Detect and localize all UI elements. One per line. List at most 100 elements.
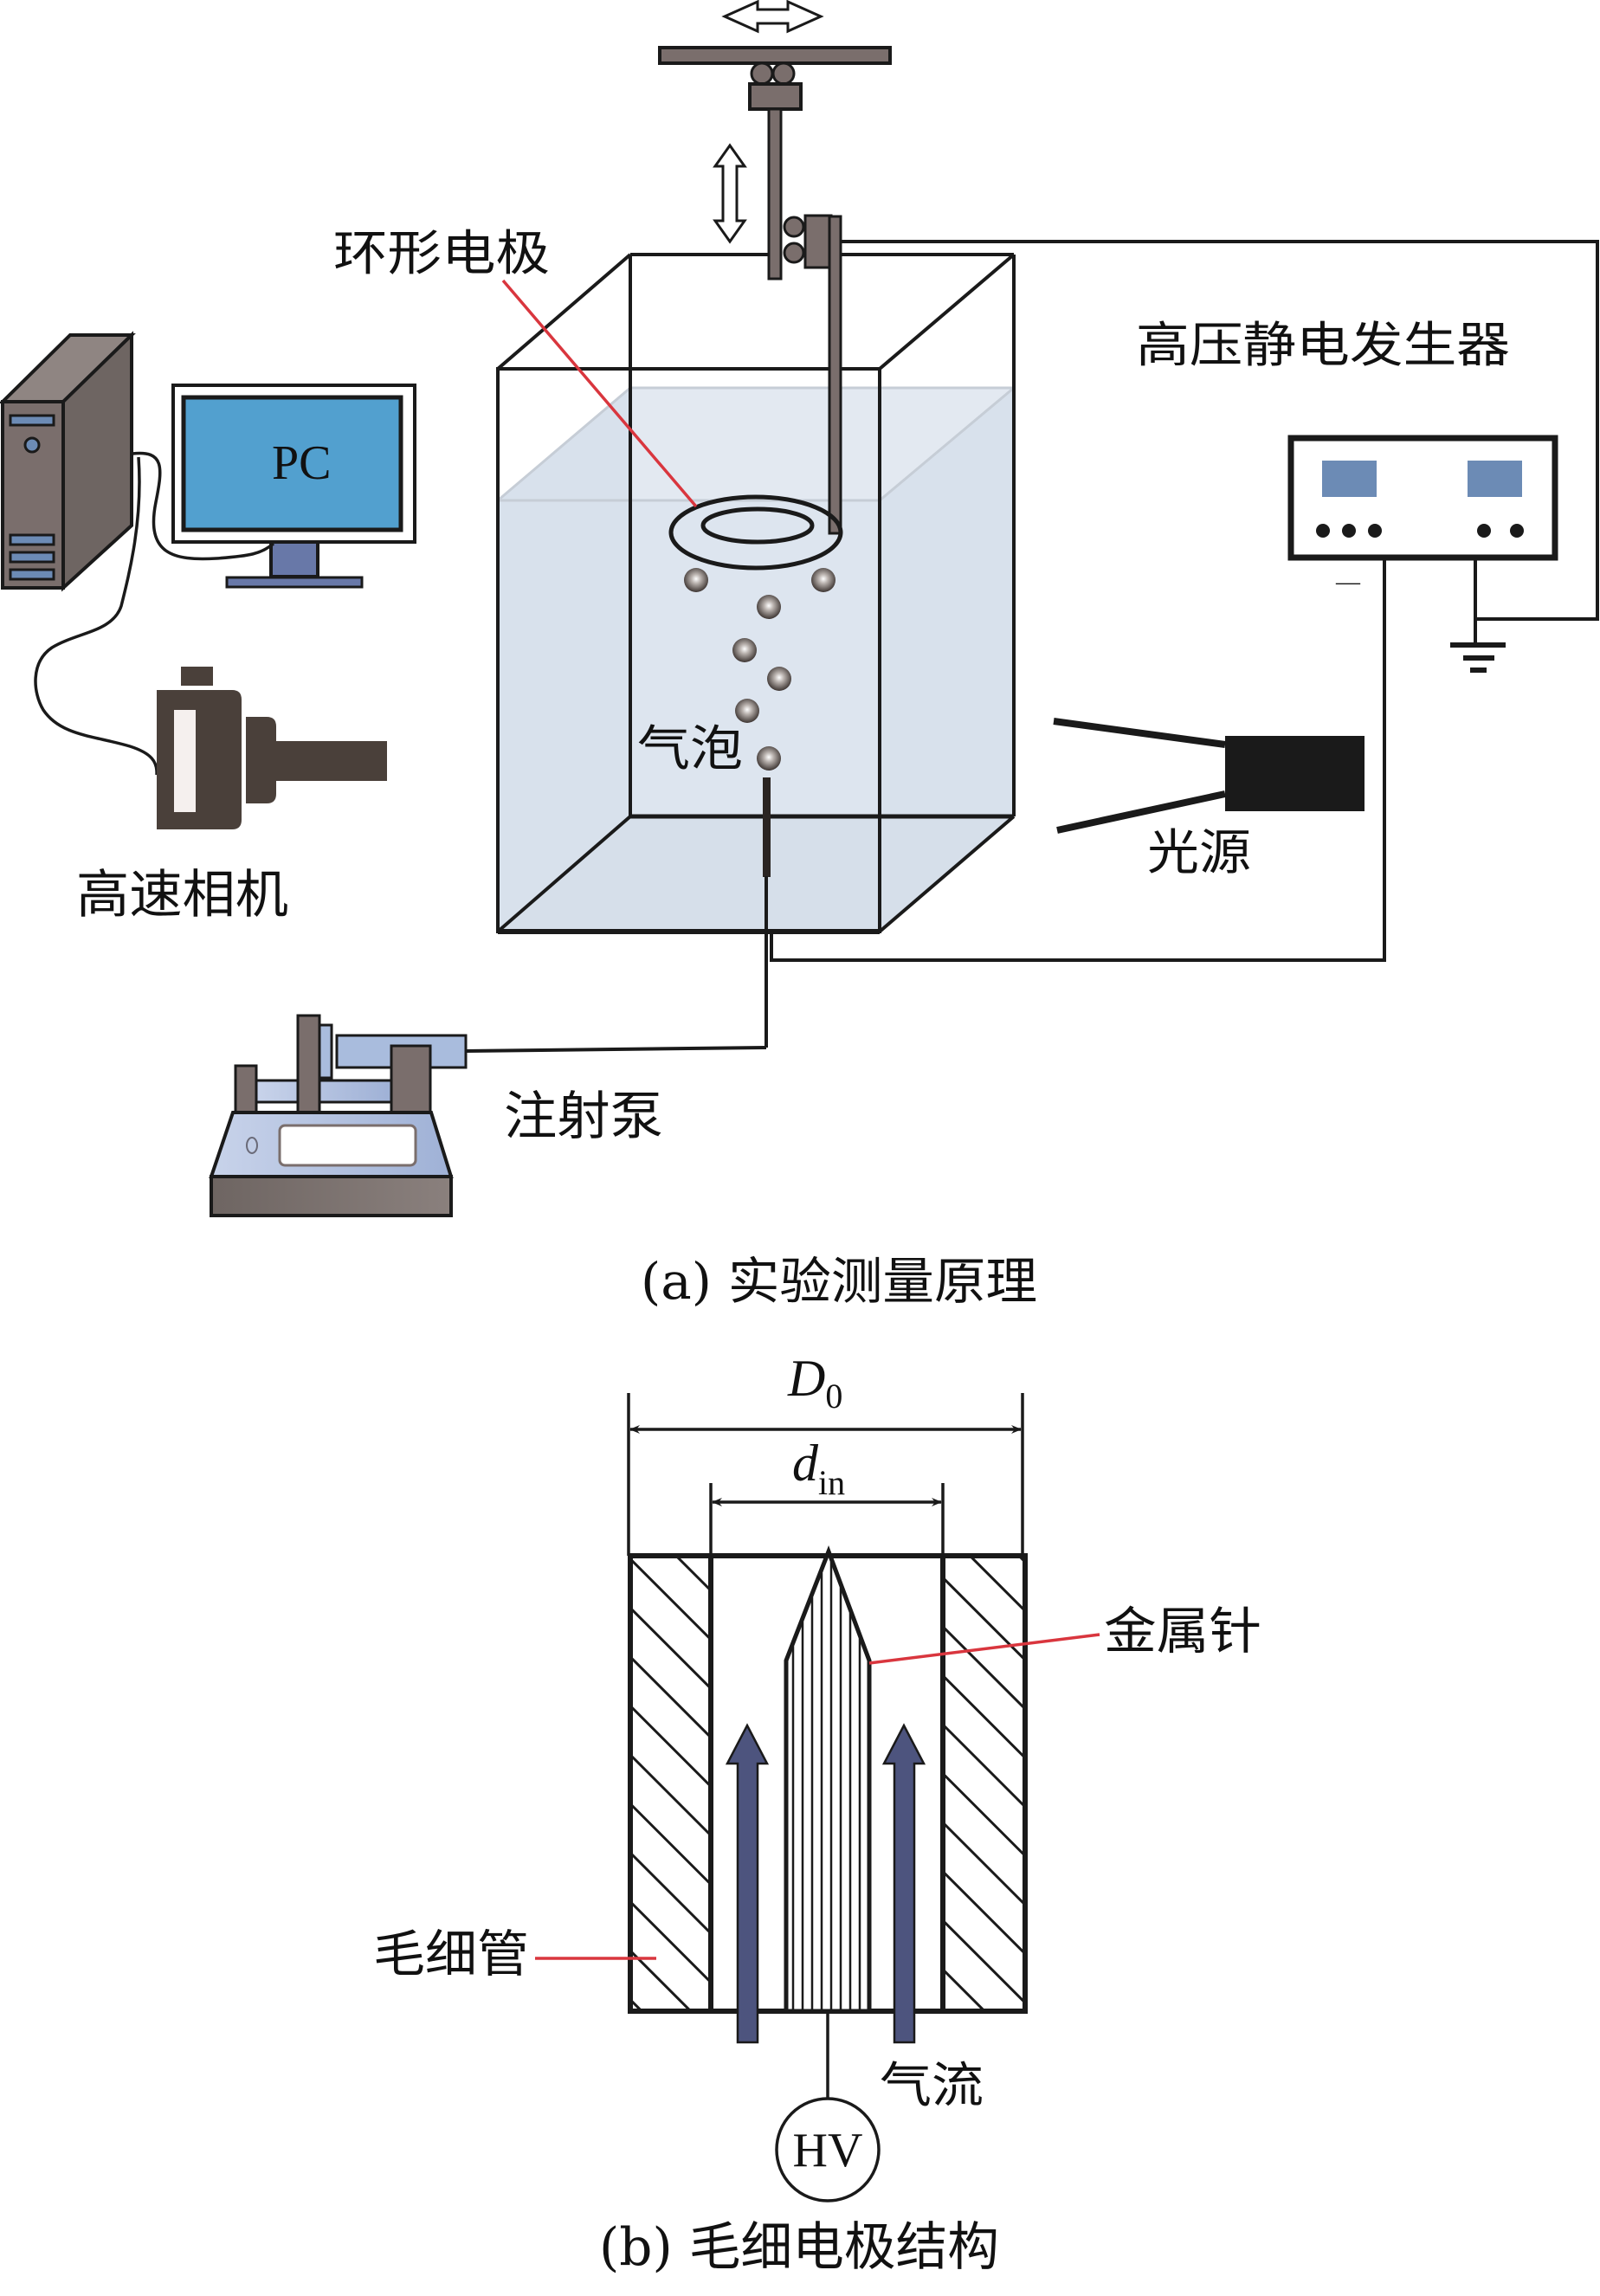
water-tank [496,253,1016,934]
computer: PC [0,331,416,592]
light-source [1053,718,1365,834]
ground-icon [1450,642,1506,673]
capillary-wall-right [940,1553,1028,2014]
hv-generator-body [1287,435,1558,561]
hv-source-label: HV [793,2124,863,2177]
tank-edge [878,253,1016,371]
stage-roller [750,61,774,86]
gas-flow-label: 气流 [880,2058,984,2114]
pump-rail [255,1079,393,1104]
pc-drive-slot [9,414,55,427]
ring-electrode [668,494,843,571]
clamp-block [803,214,833,269]
capillary-wall-left [628,1553,713,2014]
hv-knob [1368,524,1382,538]
tank-edge [878,815,1016,933]
monitor-base [225,576,364,589]
light-beam [1053,718,1226,748]
syringe-pump-label: 注射泵 [504,1087,663,1147]
hv-display-left [1322,461,1377,497]
pc-drive-slot [9,568,55,581]
gas-flow-arrow-right-icon [881,1723,926,2044]
bubble [732,638,757,662]
bubble [684,568,708,592]
camera-top-knob [181,667,213,686]
metal-needle [784,1545,872,2014]
stage-carriage [748,82,803,111]
cable-pc-monitor [132,451,275,561]
positioning-stage [658,0,892,281]
pc-power-button [23,436,41,454]
horizontal-double-arrow-icon [721,0,824,34]
panel-a-caption: (a) 实验测量原理 [641,1252,1037,1311]
high-speed-camera-label: 高速相机 [76,865,288,925]
negative-terminal-label: — [1335,569,1361,596]
stage-vertical-rod [767,107,783,281]
panel-b: D0 din 金属针 毛细管 气流 HV (b) 毛细电极结构 [373,1350,1261,2278]
inner-diameter-subscript: in [818,1463,845,1502]
monitor-pc-label: PC [272,436,332,490]
gas-flow-arrow-left-icon [725,1723,770,2044]
tank-edge [496,253,632,371]
clamp-roller [783,242,805,264]
bubbles-label: 气泡 [637,721,743,777]
syringe-pump-icon [209,1014,468,1217]
hv-generator-label: 高压静电发生器 [1136,318,1510,374]
vertical-double-arrow-icon [713,143,747,244]
camera-body [157,690,242,829]
hv-display-right [1468,461,1522,497]
water-right-face [880,388,1014,932]
light-beam [1056,790,1226,834]
wire-negative-to-needle [770,560,1386,962]
ring-electrode-leader [501,279,698,508]
pc-drive-slot [9,551,55,564]
pump-post-right [390,1044,432,1116]
wire-ground-to-electrode [842,240,1599,621]
metal-needle-label: 金属针 [1104,1602,1261,1661]
tank-floor [498,816,1014,932]
light-source-label: 光源 [1147,825,1251,881]
camera-lens [276,741,387,781]
clamp-roller [783,216,805,238]
water-left-face [498,388,630,932]
camera-viewfinder [174,710,196,812]
high-speed-camera-icon [157,667,387,829]
panel-a: — 高压静电发生器 光源 环形电极 气泡 PC [0,0,1599,1311]
bubbles [684,568,835,771]
ring-electrode-tube [828,215,842,535]
outer-diameter-subscript: 0 [825,1377,842,1416]
hv-generator: — [1287,435,1558,596]
pump-plunger-plate [318,1023,333,1080]
outer-diameter-symbol: D [787,1350,825,1407]
hv-source-icon [775,2097,881,2202]
needle-stripes [791,1562,861,2011]
stage-rail [658,46,892,65]
bubble [811,568,835,592]
pump-button [246,1137,258,1154]
monitor-neck [269,540,319,578]
bubble [735,699,759,723]
bubble [757,595,781,619]
pump-display [278,1124,417,1167]
pc-drive-slot [9,533,55,546]
dimension-lines [627,1393,1024,1556]
pump-base [210,1175,453,1217]
capillary-label: 毛细管 [373,1925,529,1983]
hv-knob [1316,524,1330,538]
injection-needle [763,777,771,877]
monitor-screen [181,395,403,532]
bubble [757,746,781,771]
needle-outline [784,1545,872,2014]
ring-inner [700,506,815,545]
light-source-body [1225,736,1365,811]
gas-line [465,1046,767,1053]
outer-diameter-label: D0 [787,1350,842,1416]
panel-b-caption: (b) 毛细电极结构 [599,2217,999,2278]
stage-roller [771,61,796,86]
ring-electrode-label: 环形电极 [333,226,550,282]
cable-pc-camera [34,456,158,776]
ring-outer [668,494,843,571]
inner-diameter-label: din [792,1435,845,1502]
tank-edge [496,815,632,933]
